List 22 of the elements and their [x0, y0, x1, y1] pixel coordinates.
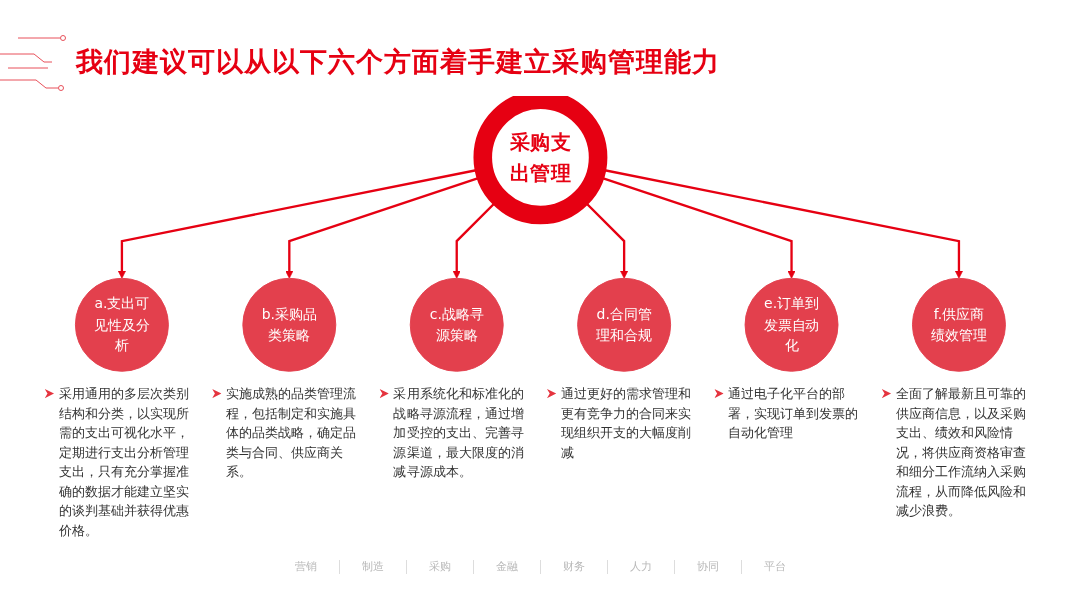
- footer-label: 协同: [673, 560, 741, 574]
- footer-label: 制造: [338, 560, 406, 574]
- node-circle: f.供应商绩效管理: [911, 277, 1006, 372]
- description-text: 采用通用的多层次类别结构和分类，以实现所需的支出可视化水平，定期进行支出分析管理支出，只有充分掌握准确的数据才能建立坚实的谈判基础并获得优惠价格。: [58, 385, 190, 540]
- node-circle: c.战略寻源策略: [409, 277, 504, 372]
- footer-label: 金融: [472, 560, 540, 574]
- footer-label: 人力: [606, 560, 674, 574]
- node-circle: a.支出可见性及分析: [74, 277, 169, 372]
- slide-title: 我们建议可以从以下六个方面着手建立采购管理能力: [76, 45, 720, 79]
- node-circle: b.采购品类策略: [241, 277, 336, 372]
- footer-label: 平台: [740, 560, 808, 574]
- description-text: 采用系统化和标准化的战略寻源流程，通过增加受控的支出、完善寻源渠道，最大限度的消减寻源成本。: [393, 385, 525, 482]
- footer-label: 营销: [293, 560, 318, 574]
- node-circle: e.订单到发票自动化: [744, 277, 839, 372]
- node-circle: 采购支出管理: [473, 96, 607, 225]
- footer-label: 财务: [539, 560, 607, 574]
- description-text: 通过电子化平台的部署，实现订单到发票的自动化管理: [727, 385, 860, 443]
- description-text: 实施成熟的品类管理流程，包括制定和实施具体的品类战略，确定品类与合同、供应商关系。: [225, 385, 357, 482]
- description-text: 全面了解最新且可靠的供应商信息，以及采购支出、绩效和风险情况，将供应商资格审查和细分工作流纳入采购流程，从而降低风险和减少浪费。: [895, 385, 1027, 521]
- footer-label: 采购: [405, 560, 473, 574]
- description-text: 通过更好的需求管理和更有竞争力的合同来实现组织开支的大幅度削减: [560, 385, 692, 462]
- node-circle: d.合同管理和合规: [576, 277, 671, 372]
